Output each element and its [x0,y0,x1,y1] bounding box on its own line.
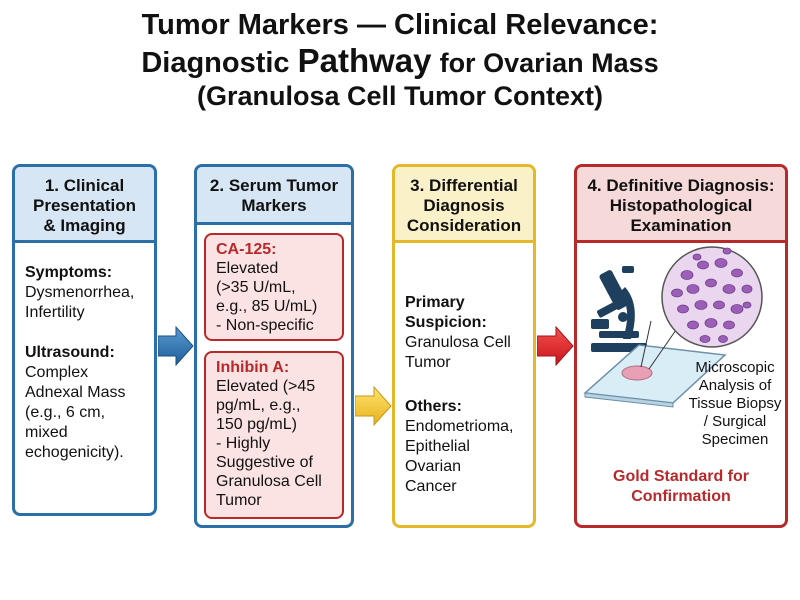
marker-line: Granulosa Cell [216,473,322,490]
marker-line: Elevated [216,260,279,277]
microscope-icon [591,266,647,352]
magnified-tissue-icon [661,246,763,348]
step-3-header: 3. Differential Diagnosis Consideration [395,167,533,243]
marker-line: - Highly [216,435,271,452]
title-word-pathway: Pathway [297,42,432,80]
marker-name: Inhibin A: [216,359,290,376]
title-word-diagnostic: Diagnostic [141,47,290,80]
others-line: Ovarian [405,458,462,475]
ultrasound-line: (e.g., 6 cm, [25,404,106,421]
step-1-header-line: Presentation [33,196,136,215]
title-line-3: (Granulosa Cell Tumor Context) [196,81,604,112]
title-word-ovarian-mass: for Ovarian Mass [439,48,659,79]
microscopic-analysis-caption: Microscopic Analysis of Tissue Biopsy / … [687,359,783,449]
title-line-2: Diagnostic Pathway for Ovarian Mass [0,42,800,81]
marker-line: Elevated (>45 [216,378,316,395]
step-1-header-line: 1. Clinical [44,176,125,195]
step-1-header-line: & Imaging [43,216,126,235]
step-2-header-line: 2. Serum Tumor [209,176,339,195]
ultrasound-line: echogenicity). [25,444,124,461]
ultrasound-line: Adnexal Mass [25,384,126,401]
step-4-header-line: 4. Definitive Diagnosis: [587,176,775,195]
step-3-header-line: Diagnosis [423,196,505,215]
symptoms-label: Symptoms: [25,264,113,281]
histology-illustration [583,246,763,408]
step-4-histopathology-panel: 4. Definitive Diagnosis: Histopathologic… [574,164,788,528]
step-4-header-line: Histopathological [609,196,753,215]
marker-line: Suggestive of [216,454,313,471]
others-block: Others: Endometrioma, Epithelial Ovarian… [405,397,533,497]
step-4-header-line: Examination [630,216,732,235]
marker-line: Tumor [216,492,262,509]
primary-line: Granulosa Cell [405,334,511,351]
step-1-clinical-panel: 1. Clinical Presentation & Imaging Sympt… [12,164,157,516]
caption-line: Microscopic [695,359,775,376]
arrow-1-to-2 [158,326,194,366]
step-4-header: 4. Definitive Diagnosis: Histopathologic… [577,167,785,243]
step-2-header-line: Markers [241,196,307,215]
marker-line: e.g., 85 U/mL) [216,298,318,315]
step-1-header: 1. Clinical Presentation & Imaging [15,167,154,243]
caption-line: Tissue Biopsy [688,395,782,412]
step-3-differential-panel: 3. Differential Diagnosis Consideration … [392,164,536,528]
step-3-header-line: Consideration [406,216,522,235]
symptoms-line: Infertility [25,304,85,321]
marker-line: (>35 U/mL, [216,279,296,296]
marker-line: - Non-specific [216,317,314,334]
others-line: Cancer [405,478,457,495]
symptoms-line: Dysmenorrhea, [25,284,135,301]
primary-label: Primary [405,294,465,311]
caption-line: / Surgical [703,413,767,430]
page-title: Tumor Markers — Clinical Relevance: Diag… [0,8,800,113]
primary-line: Tumor [405,354,451,371]
step-2-markers-panel: 2. Serum Tumor Markers CA-125: Elevated … [194,164,354,528]
ultrasound-label: Ultrasound: [25,344,115,361]
marker-card-ca125: CA-125: Elevated (>35 U/mL, e.g., 85 U/m… [204,233,344,341]
arrow-3-to-4 [537,326,574,366]
gold-line: Gold Standard for [613,468,749,485]
marker-line: pg/mL, e.g., [216,397,301,414]
gold-line: Confirmation [631,488,731,505]
primary-suspicion-block: Primary Suspicion: Granulosa Cell Tumor [405,293,533,373]
glass-slide-icon [583,316,727,408]
caption-line: Analysis of [698,377,772,394]
step-2-header: 2. Serum Tumor Markers [197,167,351,225]
ultrasound-block: Ultrasound: Complex Adnexal Mass (e.g., … [25,343,153,463]
ultrasound-line: Complex [25,364,89,381]
caption-line: Specimen [701,431,769,448]
marker-line: 150 pg/mL) [216,416,297,433]
others-line: Endometrioma, [405,418,514,435]
marker-card-inhibin-a: Inhibin A: Elevated (>45 pg/mL, e.g., 15… [204,351,344,519]
arrow-2-to-3 [355,386,392,426]
ultrasound-line: mixed [25,424,68,441]
step-3-header-line: 3. Differential [410,176,518,195]
others-label: Others: [405,398,462,415]
others-line: Epithelial [405,438,470,455]
primary-label: Suspicion: [405,314,487,331]
symptoms-block: Symptoms: Dysmenorrhea, Infertility [25,263,153,323]
marker-name: CA-125: [216,241,277,258]
gold-standard-note: Gold Standard for Confirmation [587,467,775,507]
title-line-1: Tumor Markers — Clinical Relevance: [141,9,659,41]
